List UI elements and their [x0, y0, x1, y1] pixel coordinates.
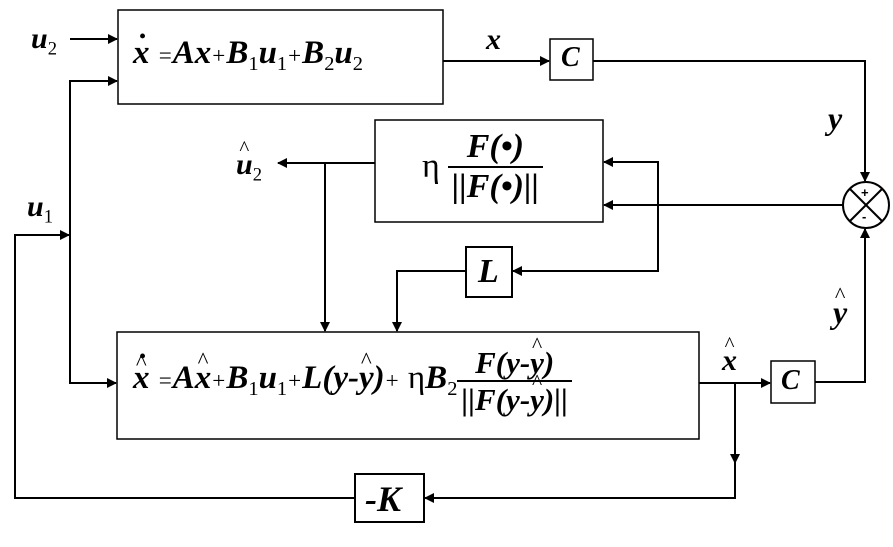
observer-den-a: ||F(y- — [461, 382, 531, 417]
observer-b1-sub: 1 — [248, 378, 259, 401]
observer-term-u1: u — [258, 360, 277, 397]
plant-b2-sub: 2 — [324, 53, 335, 76]
observer-num-a: F(y- — [475, 345, 531, 380]
plant-b1-sub: 1 — [248, 53, 259, 76]
nonlinear-fraction: F(•)||F(•)|| — [447, 130, 543, 205]
observer-eta: η — [407, 360, 426, 397]
observer-lhs: x — [133, 362, 150, 395]
plant-block — [117, 9, 444, 105]
wire-sum-to-nonlinear — [603, 157, 659, 205]
plant-u2-sub: 2 — [352, 53, 363, 76]
nonlinear-eta: η — [422, 148, 440, 185]
observer-den-c: )|| — [543, 382, 568, 417]
observer-plus-2: + — [288, 367, 302, 394]
u1-base: u — [27, 190, 44, 223]
wire-k-to-u1 — [14, 230, 355, 499]
signal-y: y — [828, 100, 843, 136]
signal-u2-hat: u2 — [236, 150, 262, 185]
plant-term-ax: Ax — [172, 35, 212, 71]
plant-lhs: x — [133, 37, 150, 70]
nonlinear-block — [374, 119, 604, 223]
sum-plus-sign: + — [861, 185, 869, 200]
signal-u1: u1 — [27, 192, 53, 227]
plant-term-b1: B — [226, 35, 249, 71]
wire-y-to-sum — [593, 60, 870, 182]
plant-plus-1: + — [212, 42, 226, 68]
observer-u1-sub: 1 — [276, 378, 288, 401]
plant-term-u2: u — [334, 35, 353, 71]
summing-junction-cross-b — [849, 188, 883, 222]
observer-term-yhat: y — [359, 362, 374, 395]
observer-frac-denominator: ||F(y-y)|| — [457, 382, 572, 415]
plant-equation: x =Ax+B1u1+B2u2 — [133, 37, 363, 75]
plant-plus-2: + — [288, 42, 302, 68]
plant-term-u1: u — [258, 35, 277, 71]
observer-term-l-close: ) — [373, 360, 385, 397]
observer-b2-sub: 2 — [447, 378, 458, 401]
observer-term-a: A — [172, 360, 195, 397]
nonlinear-denominator: ||F(•)|| — [451, 168, 539, 205]
observer-plus-3: + — [385, 367, 399, 394]
observer-term-l-open: L(y- — [302, 360, 359, 397]
gain-l-label: L — [478, 253, 499, 290]
wire-u1-to-observer — [69, 235, 117, 388]
observer-plus-1: + — [212, 367, 226, 394]
observer-frac-numerator: F(y-y) — [457, 347, 572, 382]
u2-hat-glyph: u — [236, 150, 253, 180]
output-c-label-bottom: C — [781, 365, 800, 396]
plant-eq: = — [158, 42, 172, 68]
observer-block — [116, 331, 700, 440]
u2-hat-sub: 2 — [252, 164, 262, 186]
wire-sum-to-l — [512, 205, 659, 276]
wire-xhat-to-k-b — [424, 463, 736, 503]
plant-u1-sub: 1 — [276, 53, 288, 76]
sum-minus-sign: - — [862, 209, 866, 224]
observer-num-c: ) — [543, 345, 555, 380]
nonlinear-numerator: F(•) — [447, 130, 543, 168]
x-hat-glyph: x — [722, 346, 737, 376]
observer-term-xhat: x — [195, 362, 212, 395]
observer-lhs-terms: x =Ax+B1u1+L(y-y)+ ηB2 — [133, 362, 457, 400]
signal-y-hat: y — [833, 296, 847, 328]
wire-yhat-to-sum — [815, 228, 870, 383]
observer-den-yhat: y — [530, 384, 544, 415]
signal-x-hat: x — [722, 346, 737, 376]
plant-term-b2: B — [302, 35, 325, 71]
observer-fraction: F(y-y)||F(y-y)|| — [457, 347, 572, 415]
output-c-label-top: C — [561, 42, 580, 73]
u2-base: u — [31, 22, 48, 55]
gain-k-label: -K — [365, 479, 401, 519]
output-c-block-top — [549, 38, 594, 81]
signal-u2: u2 — [31, 24, 57, 59]
y-hat-glyph: y — [833, 296, 847, 328]
observer-term-b1: B — [226, 360, 249, 397]
u1-sub: 1 — [43, 206, 53, 228]
wire-l-to-observer — [392, 270, 466, 332]
signal-x: x — [486, 23, 501, 56]
u2-sub: 2 — [47, 38, 57, 60]
observer-eq: = — [158, 367, 172, 394]
wire-u1-to-plant — [69, 76, 118, 235]
observer-term-b2: B — [425, 360, 448, 397]
